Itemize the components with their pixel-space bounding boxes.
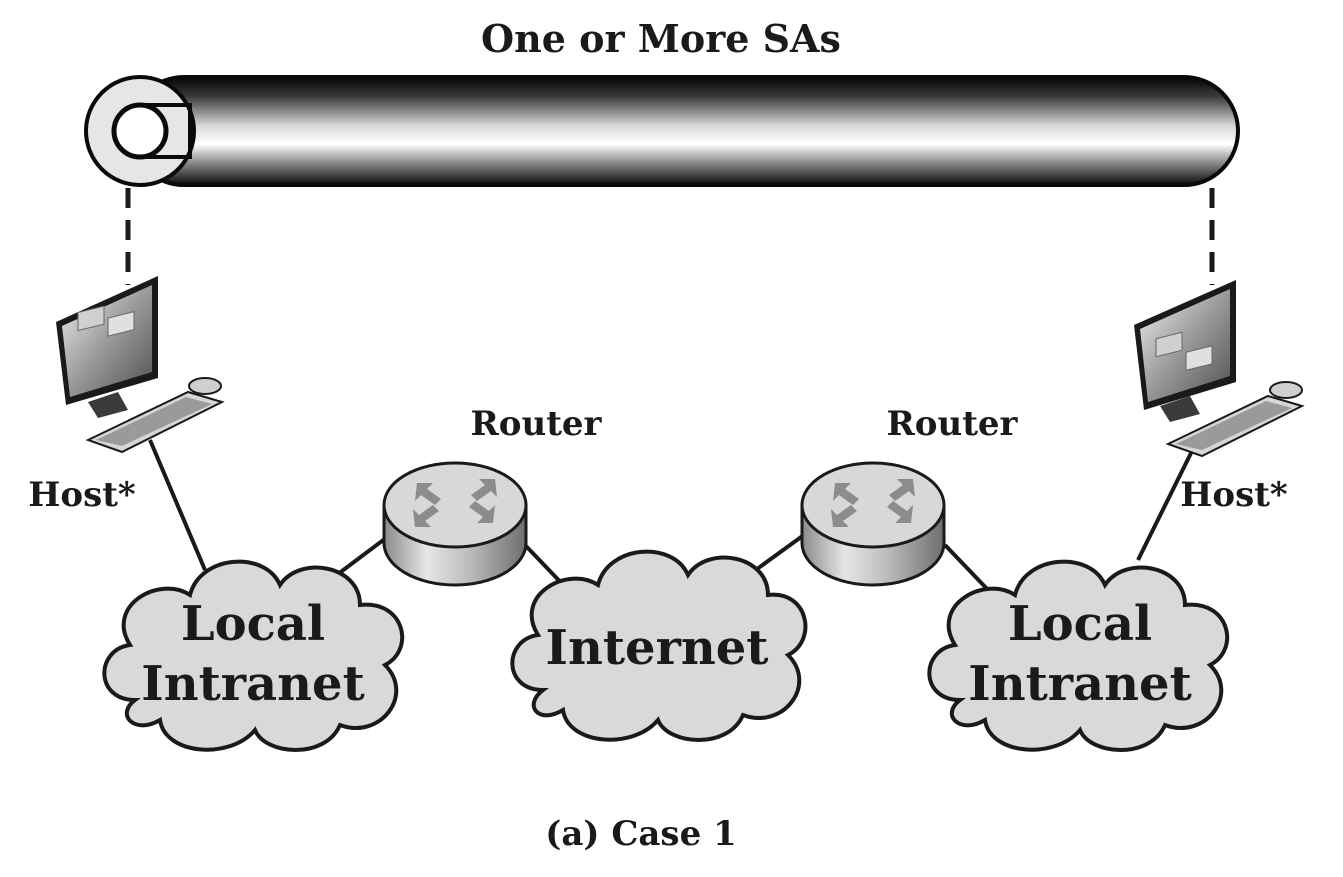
cloud-right-intranet: [927, 559, 1230, 752]
router-right-icon: [800, 461, 946, 587]
host-computer-left: [56, 276, 225, 454]
cloud-right-line2: Intranet: [968, 656, 1192, 712]
sa-tunnel: [84, 75, 1240, 187]
host-label-right: Host*: [1180, 475, 1288, 515]
cloud-left-line1: Local: [181, 596, 325, 652]
router-left-icon: [382, 461, 528, 587]
router-label-right: Router: [887, 404, 1019, 444]
host-label-left: Host*: [28, 475, 136, 515]
host-computer-right: [1134, 280, 1305, 458]
tunnel-label: One or More SAs: [481, 16, 841, 61]
router-label-left: Router: [471, 404, 603, 444]
cloud-center-line1: Internet: [546, 620, 769, 676]
cloud-left-line2: Intranet: [141, 656, 365, 712]
cloud-left-intranet: [102, 559, 405, 752]
cloud-center-internet: [510, 549, 808, 742]
figure-caption: (a) Case 1: [545, 814, 736, 854]
cloud-right-line1: Local: [1008, 596, 1152, 652]
